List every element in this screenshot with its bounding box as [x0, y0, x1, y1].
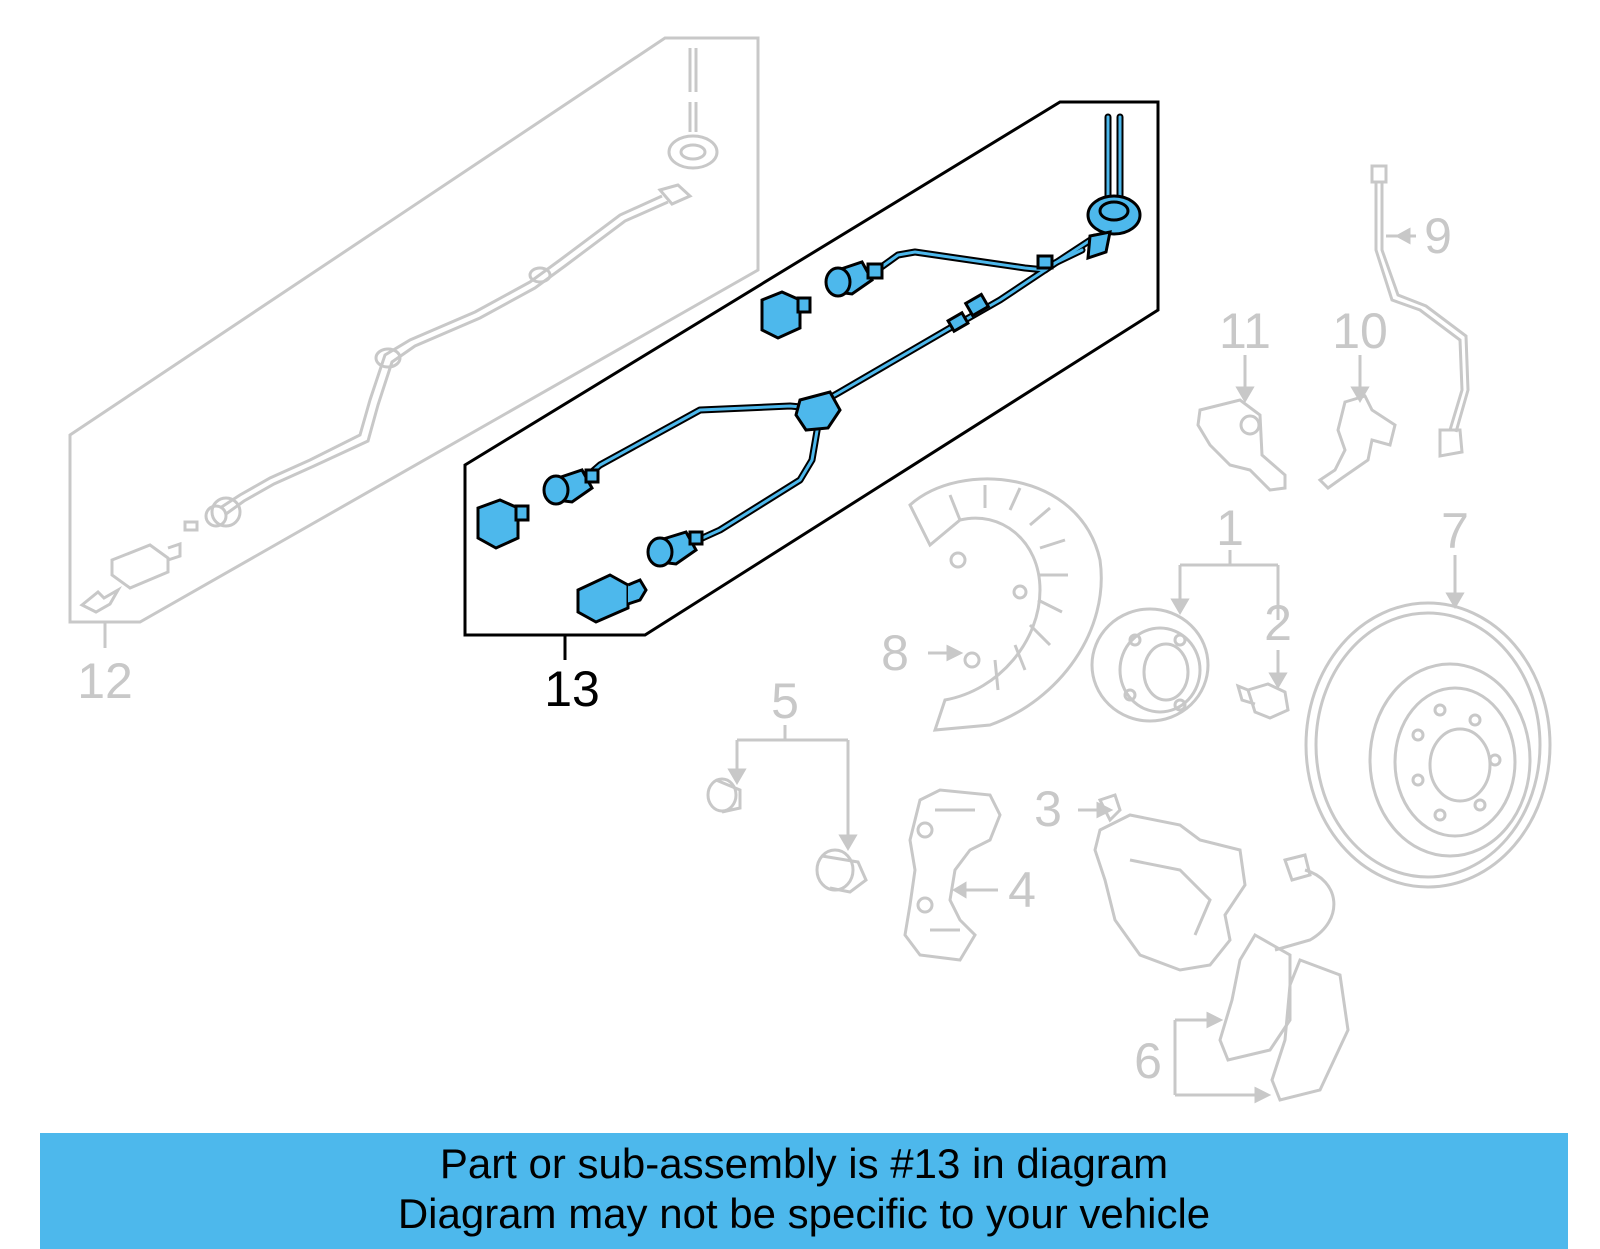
info-banner: Part or sub-assembly is #13 in diagram D…: [40, 1133, 1568, 1249]
callout-12: 12: [77, 653, 133, 709]
part-5-guide-pins: [706, 725, 868, 894]
part-1-hub: [1090, 550, 1280, 723]
callout-3: 3: [1034, 781, 1062, 837]
part-12-wiring-panel: [68, 36, 760, 648]
callout-10: 10: [1332, 303, 1388, 359]
part-2-bolt: [1235, 650, 1290, 720]
part-3-caliper: [1078, 793, 1247, 972]
callout-6: 6: [1134, 1033, 1162, 1089]
part-4-caliper-bracket: [903, 788, 1002, 962]
callout-8: 8: [881, 625, 909, 681]
part-6-brake-pads: [1173, 853, 1350, 1104]
callout-9: 9: [1424, 208, 1452, 264]
info-banner-bg: [40, 1133, 1568, 1249]
banner-line-2: Diagram may not be specific to your vehi…: [397, 1190, 1211, 1237]
part-8-splash-shield: [908, 477, 1103, 732]
part-11-sensor: [1196, 355, 1287, 492]
part-7-brake-disc: [1304, 555, 1552, 889]
part-13-wiring-harness[interactable]: [463, 100, 1160, 660]
callout-5: 5: [771, 673, 799, 729]
callout-7: 7: [1441, 503, 1469, 559]
callout-2: 2: [1264, 595, 1292, 651]
callout-13[interactable]: 13: [544, 661, 600, 717]
banner-line-1: Part or sub-assembly is #13 in diagram: [439, 1140, 1169, 1187]
callout-4: 4: [1008, 862, 1036, 918]
part-9-brake-hose: [1370, 164, 1470, 458]
callout-11: 11: [1219, 303, 1271, 359]
part-13-outline: [463, 100, 1160, 637]
part-10-bracket: [1317, 355, 1397, 490]
callout-1: 1: [1216, 500, 1244, 556]
